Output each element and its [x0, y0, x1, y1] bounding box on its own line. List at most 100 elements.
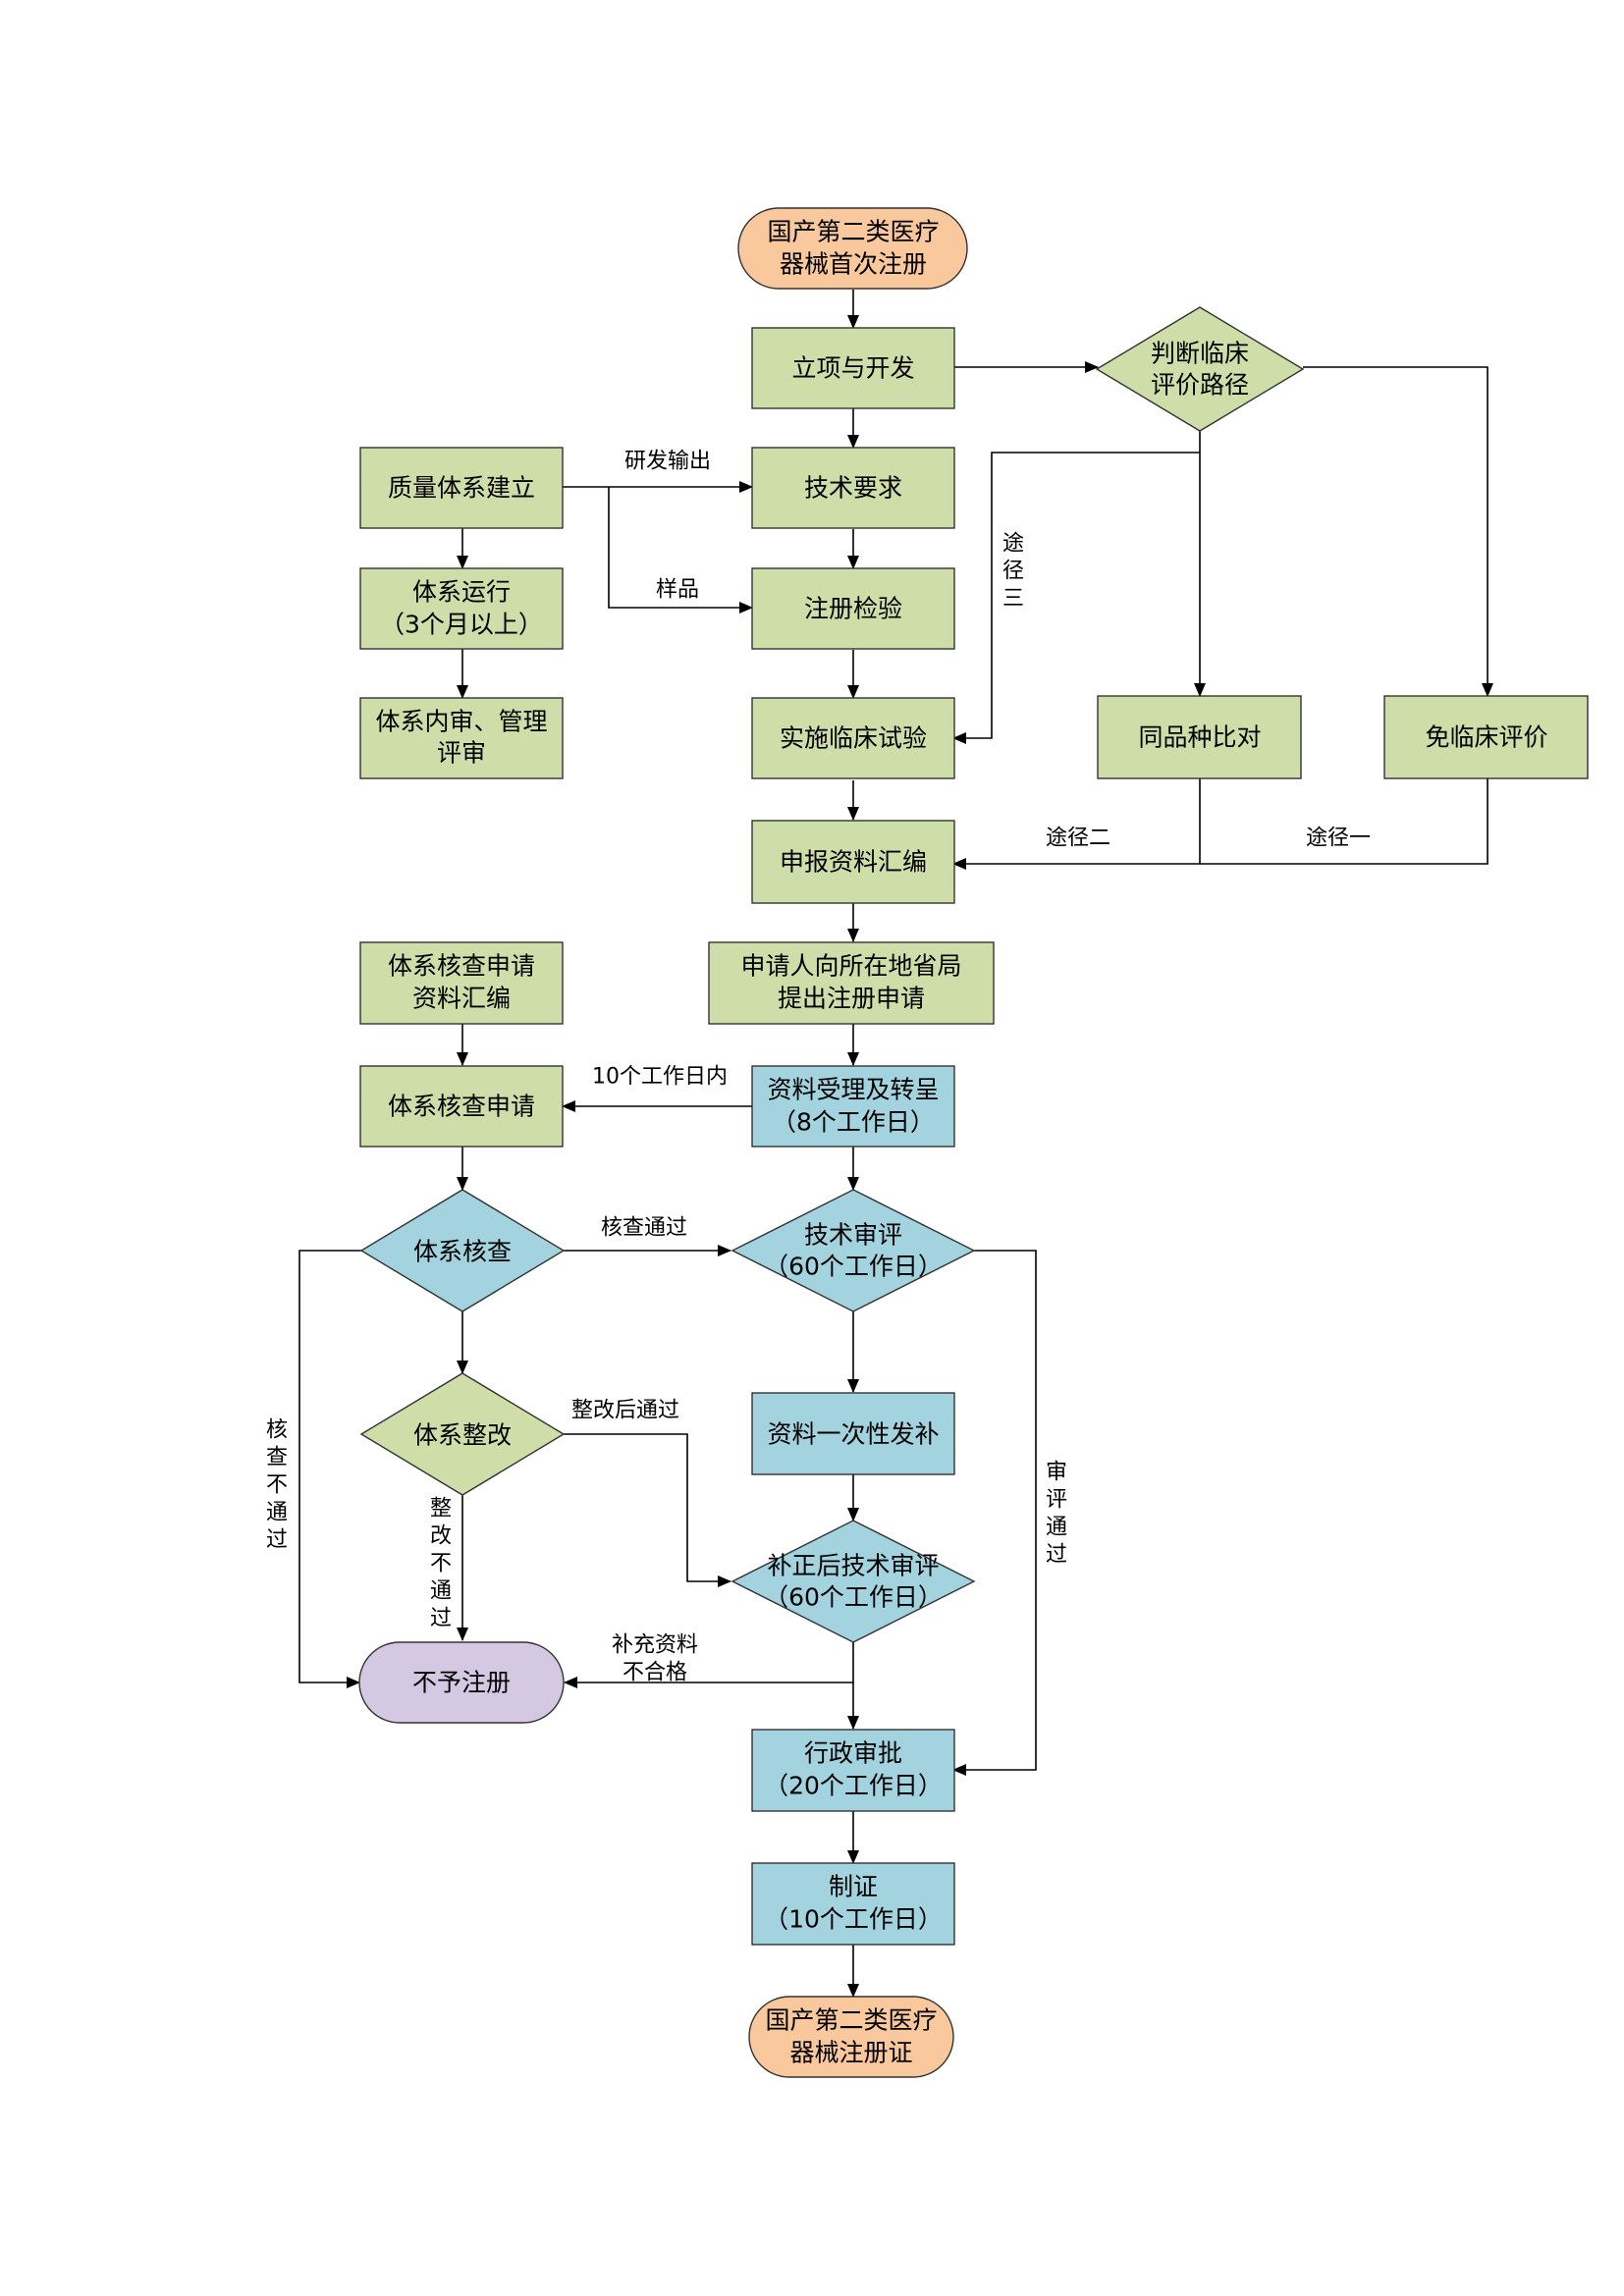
tech-review-line-2: （60个工作日）	[764, 1253, 943, 1281]
arrow-quality-to-reg-inspection	[608, 487, 753, 614]
check-apply-label: 体系核查申请	[388, 1093, 535, 1121]
clinical-path-line-2: 评价路径	[1151, 371, 1249, 400]
check-dossier-line-2: 资料汇编	[412, 985, 511, 1013]
label-check-fail-char-3: 不	[266, 1473, 288, 1498]
label-review-pass-char-4: 过	[1046, 1543, 1067, 1568]
node-system-run: 体系运行 （3个月以上）	[359, 567, 564, 650]
label-review-pass-char-2: 评	[1046, 1488, 1067, 1513]
admin-approval-line-2: （20个工作日）	[764, 1772, 943, 1800]
node-project-dev: 立项与开发	[751, 327, 955, 409]
nodes: 国产第二类医疗 器械首次注册 立项与开发 判断临床 评价路径 质量体系建立 技术…	[358, 207, 1589, 2078]
label-rectify-fail-char-2: 改	[430, 1524, 452, 1549]
end-terminator: 国产第二类医疗 器械注册证	[748, 1996, 954, 2078]
node-quality-setup: 质量体系建立	[359, 447, 564, 529]
re-review-line-1: 补正后技术审评	[767, 1552, 939, 1580]
label-path2: 途径二	[1046, 827, 1110, 851]
start-line-2: 器械首次注册	[780, 250, 927, 279]
label-rectify-fail-char-5: 过	[430, 1607, 452, 1631]
end-line-1: 国产第二类医疗	[765, 2006, 937, 2035]
label-within-10-days: 10个工作日内	[592, 1065, 728, 1090]
start-line-1: 国产第二类医疗	[767, 218, 939, 246]
system-run-line-1: 体系运行	[412, 578, 511, 607]
arrow-system-check-fail	[298, 1250, 361, 1688]
arrow-rectify-pass	[564, 1433, 731, 1587]
node-internal-audit: 体系内审、管理 评审	[359, 697, 564, 779]
arrow-tech-review-pass	[952, 1250, 1037, 1776]
rectify-label: 体系整改	[413, 1421, 512, 1450]
line-exempt-to-dossier	[1200, 778, 1489, 865]
node-supplement: 资料一次性发补	[751, 1392, 955, 1475]
label-sample: 样品	[656, 578, 699, 603]
reject-label: 不予注册	[412, 1669, 511, 1697]
internal-audit-line-1: 体系内审、管理	[375, 708, 547, 736]
internal-audit-line-2: 评审	[437, 739, 486, 768]
clinical-path-line-1: 判断临床	[1151, 340, 1249, 368]
node-reg-inspection: 注册检验	[751, 567, 955, 650]
system-check-label: 体系核查	[413, 1238, 512, 1266]
reg-inspection-label: 注册检验	[804, 595, 902, 623]
node-accept: 资料受理及转呈 （8个工作日）	[751, 1065, 955, 1148]
decision-re-review: 补正后技术审评 （60个工作日）	[731, 1520, 976, 1643]
tech-review-line-1: 技术审评	[804, 1221, 902, 1250]
arrow-same-compare-to-dossier	[952, 778, 1201, 870]
label-check-pass: 核查通过	[601, 1216, 687, 1241]
label-rectify-fail-char-4: 通	[430, 1579, 452, 1604]
node-certificate: 制证 （10个工作日）	[751, 1862, 955, 1946]
label-check-fail-char-5: 过	[266, 1528, 288, 1553]
accept-line-1: 资料受理及转呈	[767, 1076, 939, 1104]
decision-system-check: 体系核查	[359, 1189, 566, 1312]
certificate-line-1: 制证	[829, 1873, 878, 1901]
decision-clinical-path: 判断临床 评价路径	[1095, 306, 1305, 432]
label-review-pass-char-1: 审	[1046, 1461, 1067, 1485]
dossier-label: 申报资料汇编	[780, 848, 927, 877]
clinical-trial-label: 实施临床试验	[780, 724, 927, 753]
label-rectify-pass: 整改后通过	[571, 1399, 679, 1423]
check-dossier-line-1: 体系核查申请	[388, 952, 535, 981]
arrow-path3	[952, 452, 1200, 744]
node-check-apply: 体系核查申请	[359, 1065, 564, 1148]
label-path3-char-3: 三	[1002, 587, 1024, 612]
node-apply: 申请人向所在地省局 提出注册申请	[708, 941, 995, 1025]
supplement-label: 资料一次性发补	[767, 1420, 939, 1449]
node-admin-approval: 行政审批 （20个工作日）	[751, 1729, 955, 1812]
accept-line-2: （8个工作日）	[772, 1108, 935, 1137]
project-dev-label: 立项与开发	[791, 354, 914, 383]
node-clinical-trial: 实施临床试验	[751, 697, 955, 779]
label-rectify-fail-char-1: 整	[430, 1497, 452, 1522]
connectors	[298, 290, 1493, 1998]
quality-setup-label: 质量体系建立	[388, 474, 535, 503]
label-path3-char-1: 途	[1002, 532, 1024, 557]
label-review-pass-char-3: 通	[1046, 1516, 1067, 1540]
label-check-fail-char-2: 查	[266, 1446, 288, 1470]
label-rectify-fail-char-3: 不	[430, 1552, 452, 1576]
label-supp-fail-line-2: 不合格	[623, 1661, 687, 1685]
decision-tech-review: 技术审评 （60个工作日）	[731, 1189, 976, 1312]
reject-terminator: 不予注册	[358, 1641, 565, 1724]
admin-approval-line-1: 行政审批	[804, 1739, 902, 1768]
tech-req-label: 技术要求	[804, 474, 902, 503]
re-review-line-2: （60个工作日）	[764, 1583, 943, 1612]
apply-line-1: 申请人向所在地省局	[740, 952, 961, 981]
node-tech-req: 技术要求	[751, 447, 955, 529]
apply-line-2: 提出注册申请	[778, 985, 925, 1013]
arrow-clinical-to-exempt	[1303, 366, 1493, 697]
edge-labels: 研发输出 样品 途 径 三 途径二 途径一 10个工作日内 核查通过 核 查 不…	[266, 450, 1371, 1685]
start-terminator: 国产第二类医疗 器械首次注册	[737, 207, 968, 290]
node-exempt-clinical: 免临床评价	[1383, 695, 1589, 779]
node-check-dossier: 体系核查申请 资料汇编	[359, 941, 564, 1025]
same-compare-label: 同品种比对	[1138, 723, 1261, 752]
label-path3-char-2: 径	[1002, 560, 1024, 584]
arrow-re-review-fail	[564, 1642, 854, 1688]
end-line-2: 器械注册证	[789, 2039, 912, 2067]
label-rd-output: 研发输出	[624, 450, 711, 474]
label-path1: 途径一	[1306, 827, 1371, 851]
label-check-fail-char-1: 核	[266, 1418, 288, 1443]
label-check-fail-char-4: 通	[266, 1501, 288, 1525]
node-same-compare: 同品种比对	[1097, 695, 1302, 779]
label-supp-fail-line-1: 补充资料	[612, 1633, 698, 1658]
decision-rectify: 体系整改	[359, 1372, 566, 1496]
node-dossier: 申报资料汇编	[751, 820, 955, 904]
system-run-line-2: （3个月以上）	[380, 611, 543, 639]
certificate-line-2: （10个工作日）	[764, 1905, 943, 1934]
